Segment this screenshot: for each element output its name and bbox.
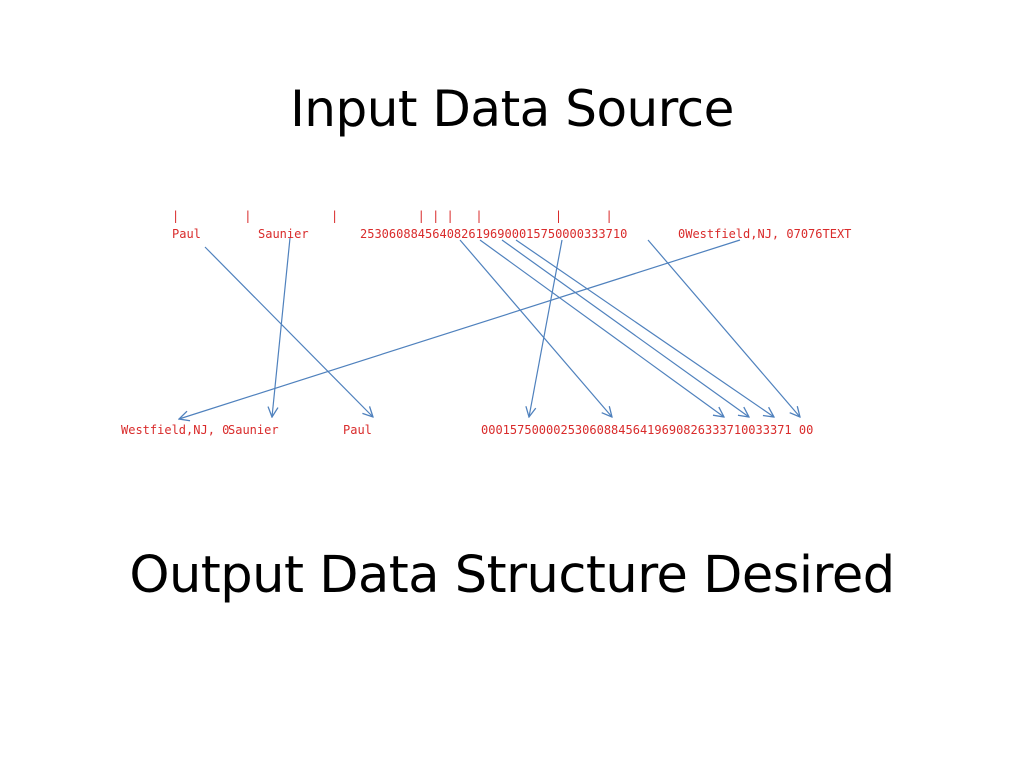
arrow-numeric-3 (501, 239, 749, 417)
input-numeric-block: 2530608845640826196900015750000333710 (360, 227, 628, 241)
arrow-numeric-1 (459, 239, 612, 417)
arrow-numeric-2 (479, 239, 724, 417)
input-last-name: Saunier (258, 227, 309, 241)
arrow-numeric-5 (529, 239, 563, 417)
output-title: Output Data Structure Desired (129, 546, 895, 605)
output-numeric-block: 0001575000025306088456419690826333710033… (481, 423, 814, 437)
input-address-block: 0Westfield,NJ, 07076TEXT (678, 227, 852, 241)
output-first-name: Paul (343, 423, 372, 437)
arrow-numeric-4 (515, 239, 774, 417)
arrow-last-name (272, 237, 291, 417)
arrow-numeric-6 (647, 239, 800, 417)
arrow-first-name (204, 246, 373, 417)
input-title: Input Data Source (290, 80, 734, 138)
output-address: Westfield,NJ, 0 (121, 423, 230, 437)
arrow-address (179, 239, 741, 419)
output-last-name: Saunier (228, 423, 279, 437)
input-tick-marks: | | | | | | | | | (172, 209, 613, 223)
input-first-name: Paul (172, 227, 201, 241)
